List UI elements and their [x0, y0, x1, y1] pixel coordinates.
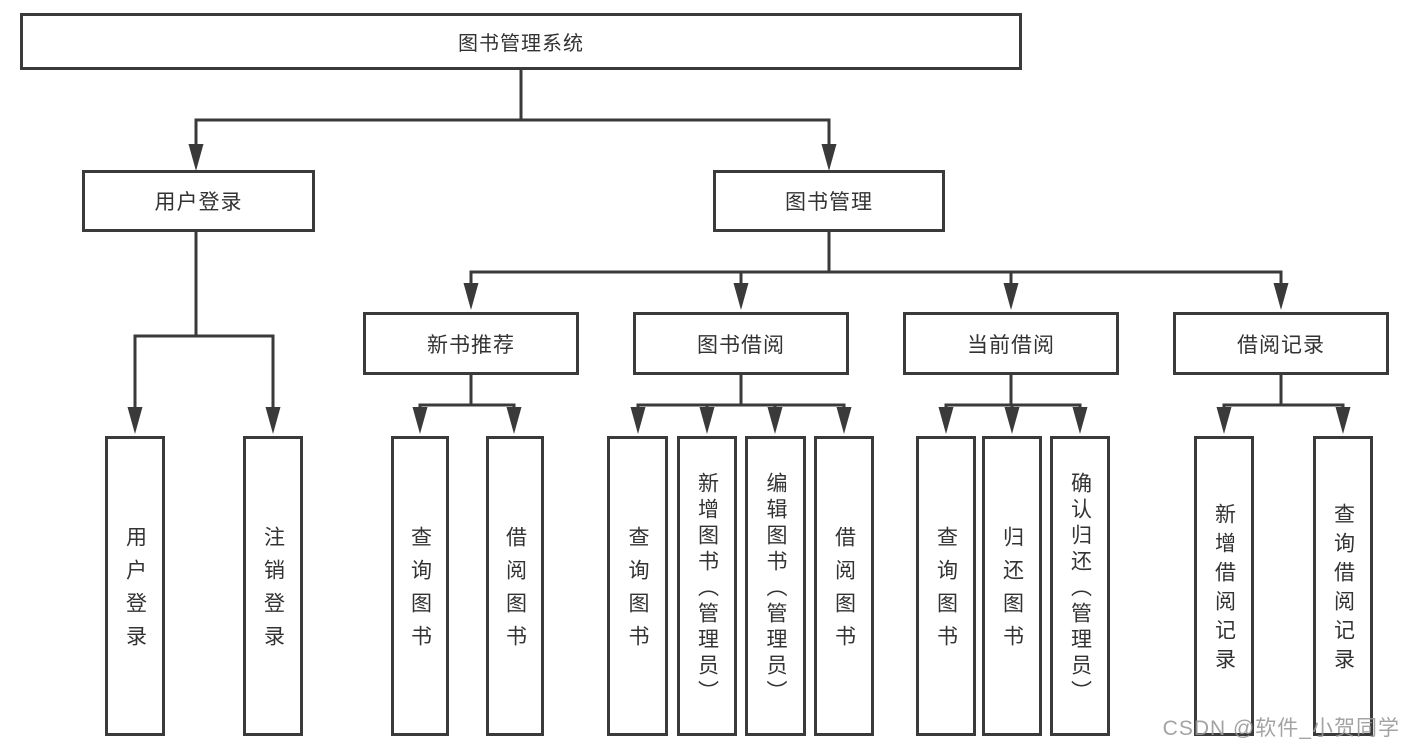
leaf-label: 查询图书	[408, 526, 432, 658]
node-user-login: 用户登录	[82, 170, 315, 232]
leaf-borrow-books-recommend: 借阅图书	[486, 436, 544, 736]
arrow-down-icon	[1072, 407, 1088, 434]
node-current-borrow: 当前借阅	[903, 312, 1119, 375]
arrow-down-icon	[938, 407, 954, 434]
arrow-down-icon	[265, 407, 281, 434]
arrow-down-icon	[506, 407, 522, 434]
leaf-label: 用户登录	[123, 526, 147, 658]
connector-line	[194, 118, 831, 148]
leaf-confirm-return-admin: 确认归还（管理员）	[1050, 436, 1110, 736]
arrow-down-icon	[1004, 407, 1020, 434]
connector-line	[636, 403, 846, 412]
connector-line	[418, 403, 516, 412]
arrow-down-icon	[412, 407, 428, 434]
connector-line	[1222, 403, 1345, 412]
arrow-down-icon	[127, 407, 143, 434]
leaf-label: 借阅图书	[503, 526, 527, 658]
leaf-borrow-books: 借阅图书	[814, 436, 874, 736]
leaf-return-books: 归还图书	[982, 436, 1042, 736]
leaf-query-borrow-record: 查询借阅记录	[1313, 436, 1373, 736]
node-borrow-records: 借阅记录	[1173, 312, 1389, 375]
arrow-down-icon	[733, 283, 749, 310]
leaf-query-books-borrow: 查询图书	[607, 436, 668, 736]
leaf-label: 注销登录	[261, 526, 285, 658]
leaf-label: 新增图书（管理员）	[695, 471, 719, 706]
leaf-label: 确认归还（管理员）	[1068, 471, 1092, 706]
leaf-label: 归还图书	[1000, 526, 1024, 658]
arrow-down-icon	[1273, 283, 1289, 310]
arrow-down-icon	[767, 407, 783, 434]
arrow-down-icon	[821, 144, 837, 171]
leaf-label: 编辑图书（管理员）	[764, 471, 787, 706]
leaf-edit-book-admin: 编辑图书（管理员）	[745, 436, 806, 736]
arrow-down-icon	[630, 407, 646, 434]
leaf-label: 查询图书	[626, 526, 649, 658]
arrow-down-icon	[1335, 407, 1351, 434]
leaf-user-login: 用户登录	[105, 436, 165, 736]
leaf-add-borrow-record: 新增借阅记录	[1194, 436, 1254, 736]
node-root: 图书管理系统	[20, 13, 1022, 70]
leaf-label: 查询图书	[934, 526, 958, 658]
leaf-logout: 注销登录	[243, 436, 303, 736]
connector-line	[133, 334, 275, 410]
leaf-label: 借阅图书	[832, 526, 856, 658]
watermark: CSDN @软件_小贺同学	[1162, 717, 1400, 740]
arrow-down-icon	[699, 407, 715, 434]
leaf-label: 查询借阅记录	[1331, 503, 1355, 677]
arrow-down-icon	[463, 283, 479, 310]
node-book-borrow: 图书借阅	[633, 312, 849, 375]
node-new-book-recommend: 新书推荐	[363, 312, 579, 375]
leaf-add-book-admin: 新增图书（管理员）	[677, 436, 737, 736]
arrow-down-icon	[188, 144, 204, 171]
connector-line	[469, 270, 1283, 288]
leaf-query-books-recommend: 查询图书	[391, 436, 449, 736]
arrow-down-icon	[836, 407, 852, 434]
arrow-down-icon	[1216, 407, 1232, 434]
leaf-label: 新增借阅记录	[1212, 503, 1236, 677]
arrow-down-icon	[1003, 283, 1019, 310]
leaf-query-books-current: 查询图书	[916, 436, 976, 736]
node-book-management: 图书管理	[713, 170, 945, 232]
